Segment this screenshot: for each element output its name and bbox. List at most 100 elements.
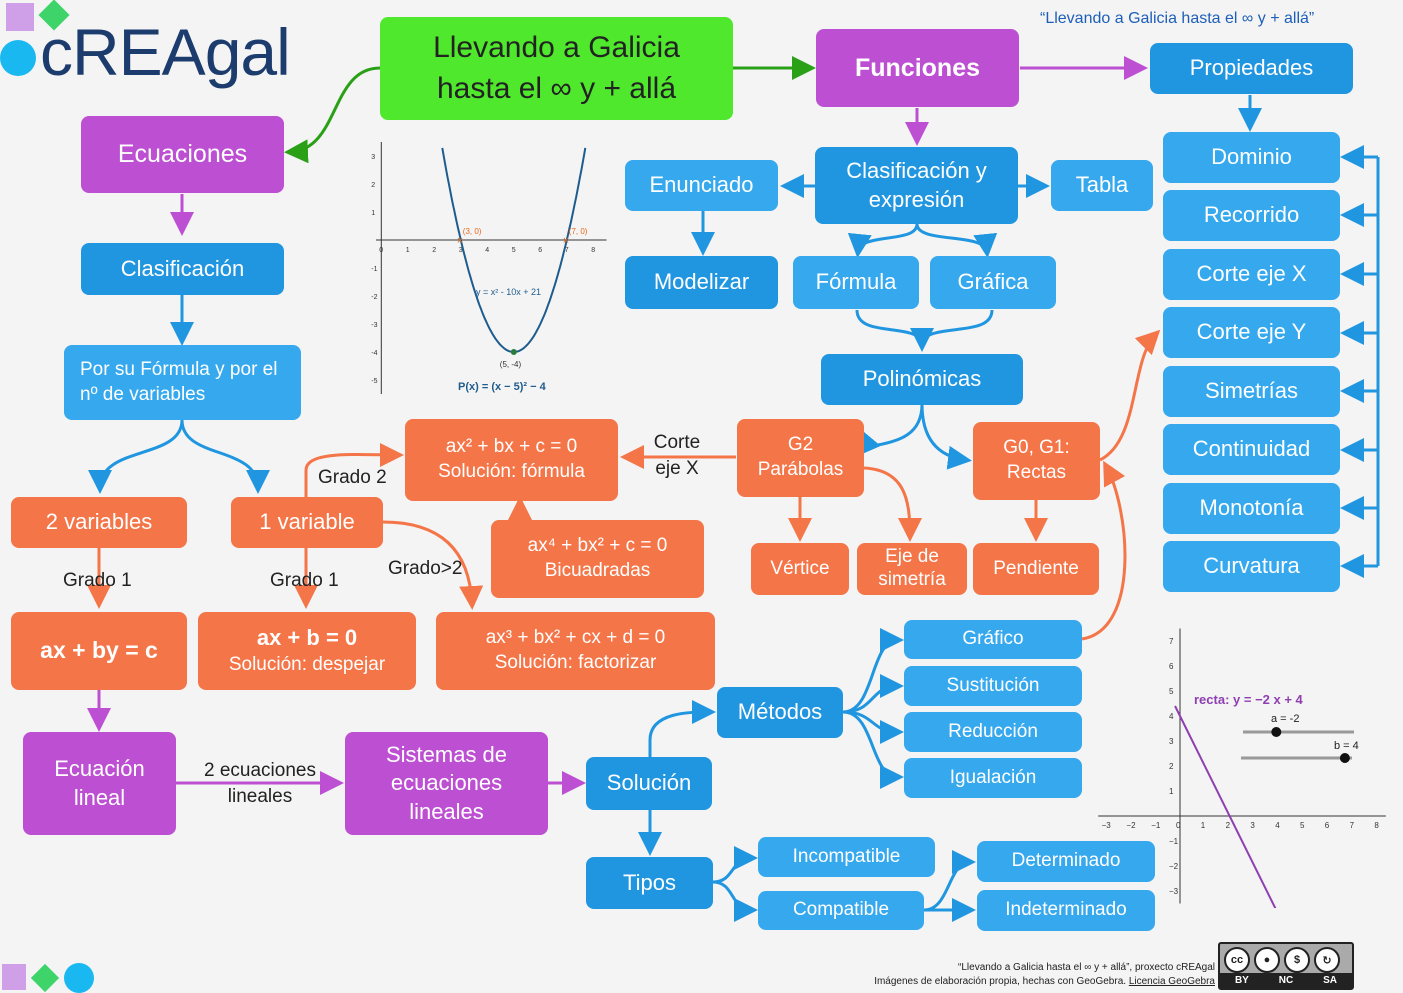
root-node: Llevando a Galicia hasta el ∞ y + allá — [380, 17, 733, 120]
line-label: recta: y = −2 x + 4 — [1194, 692, 1304, 707]
slider-b-handle[interactable] — [1339, 753, 1350, 763]
node-determinado: Determinado — [977, 841, 1155, 882]
node-clasificacion-expresion: Clasificación y expresión — [815, 147, 1018, 224]
node-g2-parabolas: G2 Parábolas — [737, 419, 864, 497]
line-y-tick: −2 — [1169, 862, 1179, 871]
node-simetrias: Simetrías — [1163, 366, 1340, 417]
ax-b-formula: ax + b = 0 — [256, 625, 358, 651]
parabola-x-tick: 2 — [432, 247, 436, 254]
node-1-variable: 1 variable — [231, 497, 383, 548]
node-monotonia: Monotonía — [1163, 483, 1340, 534]
node-tabla: Tabla — [1051, 160, 1153, 211]
node-solucion: Solución — [586, 757, 712, 810]
node-sustitucion: Sustitución — [904, 666, 1082, 706]
parabola-y-tick: 1 — [371, 210, 375, 217]
bottom-circle-cyan — [64, 963, 94, 993]
footer-line2: Imágenes de elaboración propia, hechas c… — [874, 976, 1215, 987]
logo-square-purple — [6, 3, 34, 31]
node-g0-g1-rectas: G0, G1: Rectas — [973, 422, 1100, 500]
parabola-x-tick: 5 — [512, 247, 516, 254]
slider-b-label: b = 4 — [1334, 740, 1359, 752]
line-x-tick: 2 — [1226, 821, 1231, 830]
parabola-y-tick: 3 — [371, 154, 375, 161]
node-reduccion: Reducción — [904, 712, 1082, 752]
node-cuadratica: ax² + bx + c = 0 Solución: fórmula — [405, 419, 618, 501]
node-clasificacion: Clasificación — [81, 243, 284, 295]
parabola-y-tick: -3 — [371, 322, 377, 329]
parabola-y-tick: 2 — [371, 182, 375, 189]
line-y-tick: 6 — [1169, 662, 1174, 671]
line-x-tick: 4 — [1275, 821, 1280, 830]
parabola-x-tick: 0 — [379, 247, 383, 254]
parabola-x-tick: 7 — [565, 247, 569, 254]
node-cubica: ax³ + bx² + cx + d = 0 Solución: factori… — [436, 612, 715, 690]
bicuadrada-label: Bicuadradas — [544, 560, 651, 581]
license-sa: SA — [1323, 975, 1338, 986]
cuadratica-solution: Solución: fórmula — [438, 461, 585, 482]
node-enunciado: Enunciado — [625, 160, 778, 211]
by-icon: ● — [1254, 947, 1280, 973]
line-y-tick: 5 — [1169, 687, 1174, 696]
line-y-tick: −3 — [1169, 887, 1179, 896]
line-x-tick: −3 — [1102, 821, 1112, 830]
node-incompatible: Incompatible — [758, 837, 935, 877]
parabola-x-tick: 4 — [485, 247, 489, 254]
line-x-tick: −2 — [1126, 821, 1136, 830]
line-y-tick: 2 — [1169, 762, 1174, 771]
line-y-tick: 1 — [1169, 787, 1174, 796]
parabola-y-tick: -4 — [371, 350, 377, 357]
label-grado1-b: Grado 1 — [270, 570, 339, 591]
line-x-tick: 1 — [1201, 821, 1206, 830]
label-grado1-a: Grado 1 — [63, 570, 132, 591]
parabola-root-marker: × — [457, 235, 463, 247]
node-continuidad: Continuidad — [1163, 424, 1340, 475]
node-por-formula: Por su Fórmula y por el nº de variables — [64, 345, 301, 420]
license-nc: NC — [1278, 975, 1294, 986]
parabola-x-tick: 3 — [459, 247, 463, 254]
node-ax-by-c: ax + by = c — [11, 612, 187, 690]
line-y-tick: 4 — [1169, 712, 1174, 721]
line-x-tick: 8 — [1374, 821, 1379, 830]
node-2-variables: 2 variables — [11, 497, 187, 548]
line-graph — [1174, 705, 1277, 908]
node-recorrido: Recorrido — [1163, 190, 1340, 241]
brand-logo: cREAgal — [40, 15, 291, 89]
bicuadrada-formula: ax⁴ + bx² + c = 0 — [527, 535, 668, 557]
line-x-tick: 3 — [1250, 821, 1255, 830]
line-x-tick: 6 — [1325, 821, 1330, 830]
node-sistemas: Sistemas de ecuaciones lineales — [345, 732, 548, 835]
logo-circle-cyan — [0, 40, 36, 76]
line-x-tick: 0 — [1176, 821, 1181, 830]
slider-a-handle[interactable] — [1271, 727, 1282, 737]
footer-line1: “Llevando a Galicia hasta el ∞ y + allá”… — [958, 962, 1215, 973]
node-modelizar: Modelizar — [625, 256, 778, 309]
parabola-equation: y = x² - 10x + 21 — [476, 287, 541, 297]
node-bicuadrada: ax⁴ + bx² + c = 0 Bicuadradas — [491, 520, 704, 598]
nc-icon: $ — [1284, 947, 1310, 973]
node-eje-simetria: Eje de simetría — [857, 543, 967, 595]
node-formula: Fórmula — [793, 256, 919, 309]
slider-a-label: a = -2 — [1271, 713, 1299, 725]
node-compatible: Compatible — [758, 891, 924, 930]
parabola-vertex-marker — [510, 349, 517, 355]
footer-license-link[interactable]: Licencia GeoGebra — [1128, 976, 1215, 987]
cubica-solution: Solución: factorizar — [494, 652, 657, 673]
parabola-y-tick: -1 — [371, 266, 377, 273]
footer-credit: Imágenes de elaboración propia, hechas c… — [874, 976, 1127, 987]
parabola-y-tick: -5 — [371, 378, 377, 385]
sa-icon: ↻ — [1314, 947, 1340, 973]
node-metodos: Métodos — [717, 687, 843, 738]
cuadratica-formula: ax² + bx + c = 0 — [445, 436, 578, 458]
node-dominio: Dominio — [1163, 132, 1340, 183]
node-grafico: Gráfico — [904, 620, 1082, 659]
node-propiedades: Propiedades — [1150, 43, 1353, 94]
node-vertice: Vértice — [751, 543, 849, 595]
node-corte-y: Corte eje Y — [1163, 307, 1340, 358]
node-funciones: Funciones — [816, 29, 1019, 107]
parabola-root-marker: × — [563, 235, 569, 247]
cubica-formula: ax³ + bx² + cx + d = 0 — [485, 627, 666, 649]
node-pendiente: Pendiente — [973, 543, 1099, 595]
